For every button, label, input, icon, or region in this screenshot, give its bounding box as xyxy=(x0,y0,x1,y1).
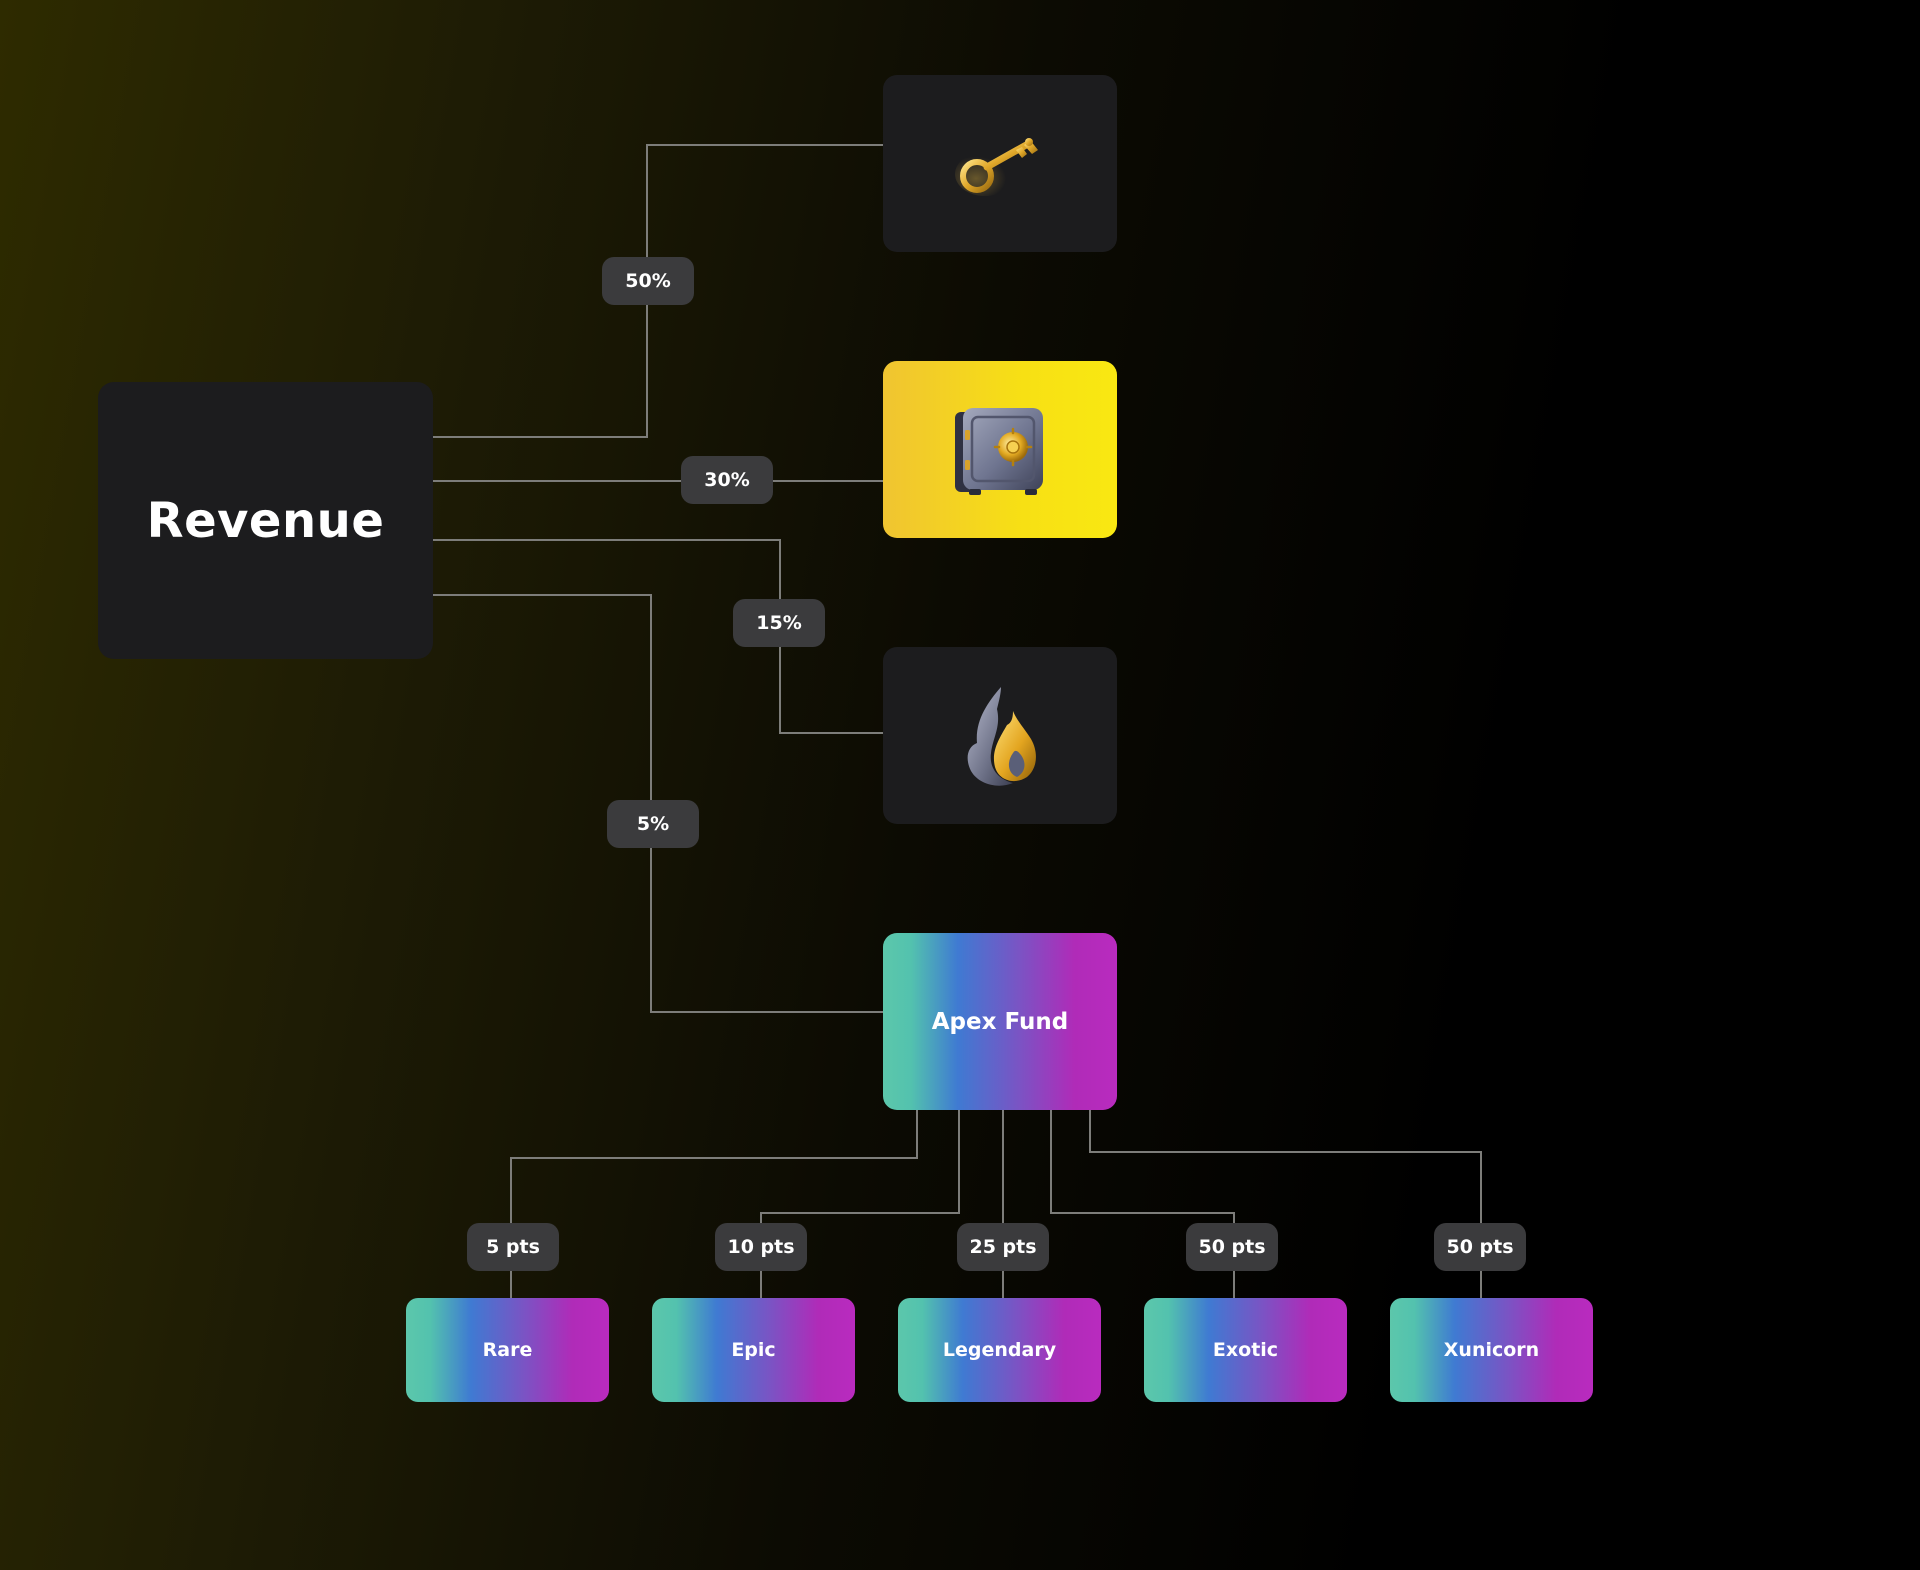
key-node xyxy=(883,75,1117,252)
safe-icon xyxy=(945,400,1055,500)
allocation-pill-fire: 15% xyxy=(733,599,825,647)
connector-apex-rare xyxy=(510,1110,918,1298)
tier-label-epic: Epic xyxy=(731,1339,776,1361)
tier-label-legendary: Legendary xyxy=(942,1339,1057,1361)
connector-apex-xunicorn xyxy=(1089,1110,1482,1298)
tier-node-exotic: Exotic xyxy=(1144,1298,1347,1402)
points-pill-xunicorn: 50 pts xyxy=(1434,1223,1526,1271)
key-icon xyxy=(950,124,1050,204)
revenue-label: Revenue xyxy=(146,492,385,549)
allocation-pill-apex: 5% xyxy=(607,800,699,848)
tier-label-rare: Rare xyxy=(482,1339,533,1361)
allocation-pill-safe: 30% xyxy=(681,456,773,504)
apex-fund-label: Apex Fund xyxy=(931,1008,1069,1035)
points-pill-legendary: 25 pts xyxy=(957,1223,1049,1271)
tier-node-xunicorn: Xunicorn xyxy=(1390,1298,1593,1402)
points-pill-epic: 10 pts xyxy=(715,1223,807,1271)
fire-node xyxy=(883,647,1117,824)
safe-node xyxy=(883,361,1117,538)
tier-node-rare: Rare xyxy=(406,1298,609,1402)
tier-node-epic: Epic xyxy=(652,1298,855,1402)
tier-label-exotic: Exotic xyxy=(1212,1339,1279,1361)
points-pill-rare: 5 pts xyxy=(467,1223,559,1271)
tier-node-legendary: Legendary xyxy=(898,1298,1101,1402)
revenue-node: Revenue xyxy=(98,382,433,659)
apex-fund-node: Apex Fund xyxy=(883,933,1117,1110)
fire-icon xyxy=(955,681,1045,791)
allocation-pill-key: 50% xyxy=(602,257,694,305)
tier-label-xunicorn: Xunicorn xyxy=(1443,1339,1540,1361)
points-pill-exotic: 50 pts xyxy=(1186,1223,1278,1271)
